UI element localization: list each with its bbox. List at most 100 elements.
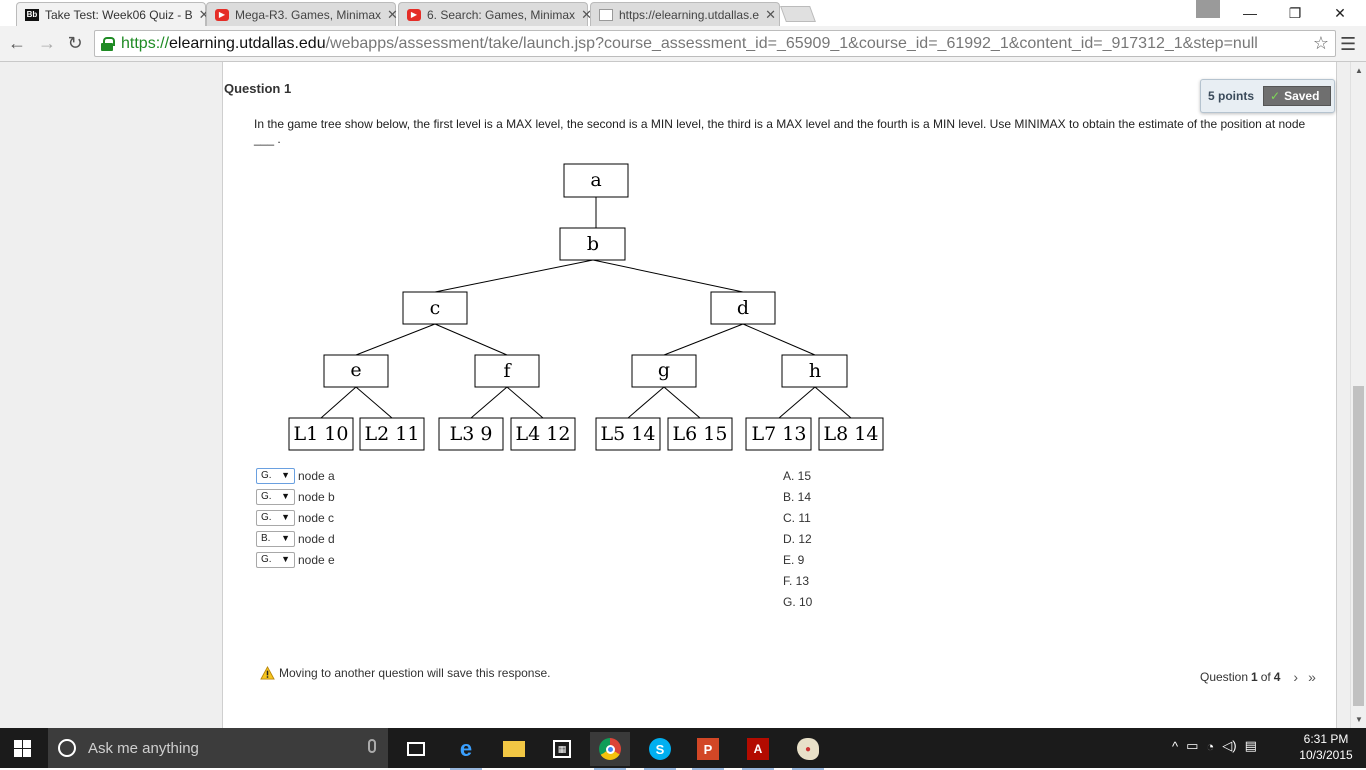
edge-h-l7 [778, 386, 816, 419]
tab-take-test[interactable]: Bb Take Test: Week06 Quiz - B ✕ [16, 2, 210, 26]
nav-prefix: Question [1200, 670, 1249, 684]
match-row: B.▼ node d [256, 528, 335, 549]
edge-h-l8 [814, 386, 852, 419]
address-bar[interactable]: https://elearning.utdallas.edu/webapps/a… [94, 30, 1336, 57]
close-window-button[interactable]: ✕ [1334, 5, 1346, 21]
chrome-icon[interactable] [590, 732, 630, 770]
match-row: G.▼ node a [256, 465, 335, 486]
cortana-search-box[interactable]: Ask me anything [48, 728, 388, 768]
tab-mega-r3[interactable]: ▶ Mega-R3. Games, Minimax ✕ [206, 2, 398, 26]
tab-title: https://elearning.utdallas.e [619, 7, 760, 22]
store-icon[interactable]: ▦ [542, 732, 582, 766]
url-path: /webapps/assessment/take/launch.jsp?cour… [325, 34, 1258, 52]
edge-d-h [742, 323, 816, 356]
minimize-button[interactable]: — [1243, 5, 1257, 21]
close-icon[interactable]: ✕ [765, 6, 776, 22]
wifi-icon[interactable]: ◔ [1206, 738, 1215, 754]
url-host: elearning.utdallas.edu [169, 34, 326, 52]
scroll-down-icon[interactable]: ▼ [1355, 715, 1363, 724]
tab-search-games[interactable]: ▶ 6. Search: Games, Minimax ✕ [398, 2, 592, 26]
edge-e-l1 [320, 386, 357, 419]
option-item: C. 11 [783, 510, 811, 525]
microphone-icon[interactable] [368, 739, 376, 753]
node-f-box [474, 354, 540, 388]
leaf-l4-box [510, 417, 576, 451]
windows-start-icon[interactable] [14, 740, 32, 757]
node-h-box [781, 354, 848, 388]
answer-select-node-c[interactable]: G.▼ [256, 509, 295, 526]
dropdown-arrow-icon: ▼ [281, 553, 290, 564]
match-row: G.▼ node e [256, 549, 335, 570]
scroll-thumb[interactable] [1353, 386, 1364, 706]
forward-arrow-icon[interactable]: → [38, 33, 56, 53]
selected-value: G. [261, 554, 272, 565]
node-c-label: c [430, 297, 441, 319]
nav-current: 1 [1251, 670, 1258, 684]
match-row: G.▼ node c [256, 507, 335, 528]
answer-select-node-a[interactable]: G. ▼ [256, 467, 295, 484]
answer-select-node-e[interactable]: G. ▼ [256, 551, 295, 568]
nav-of: of [1260, 670, 1271, 684]
powerpoint-icon[interactable]: P [688, 732, 728, 770]
leaf-l2-box [359, 417, 425, 451]
acrobat-icon[interactable]: A [738, 732, 778, 770]
node-e-label: e [350, 359, 361, 381]
edge-b-c [434, 259, 594, 293]
edge-c-f [434, 323, 508, 356]
edge-browser-icon[interactable]: e [446, 732, 486, 770]
back-arrow-icon[interactable]: ← [8, 33, 26, 53]
browser-toolbar: ← → ↻ https://elearning.utdallas.edu/web… [0, 26, 1366, 62]
last-question-icon[interactable]: » [1308, 669, 1316, 685]
chevron-up-icon[interactable]: ^ [1172, 738, 1179, 754]
edge-f-l3 [470, 386, 508, 419]
answer-select-node-b[interactable]: G.▼ [256, 488, 295, 505]
question-title: Question 1 [224, 81, 292, 96]
node-d-box [710, 291, 776, 325]
leaf-l6-label: L6 15 [673, 423, 728, 445]
save-warning: Moving to another question will save thi… [260, 665, 550, 680]
close-icon[interactable]: ✕ [387, 6, 398, 22]
tab-elearning[interactable]: https://elearning.utdallas.e ✕ [590, 2, 780, 26]
close-icon[interactable]: ✕ [198, 6, 210, 22]
match-label: node d [298, 531, 335, 546]
edge-g-l5 [627, 386, 665, 419]
points-box: 5 points ✓ Saved [1200, 79, 1335, 113]
bookmark-star-icon[interactable]: ☆ [1312, 33, 1329, 53]
hamburger-menu-icon[interactable]: ☰ [1340, 34, 1357, 54]
node-a-label: a [590, 169, 601, 191]
notifications-icon[interactable]: ▤ [1244, 738, 1257, 753]
node-e-box [323, 354, 389, 388]
node-f-label: f [503, 360, 512, 382]
paint-icon[interactable]: ● [788, 732, 828, 770]
user-profile-icon[interactable] [1196, 0, 1220, 18]
option-item: D. 12 [783, 531, 812, 546]
answer-select-node-d[interactable]: B.▼ [256, 530, 295, 547]
volume-icon[interactable]: ◁) [1222, 738, 1237, 753]
leaf-l5-box [595, 417, 661, 451]
leaf-l7-label: L7 13 [752, 423, 807, 445]
task-view-icon[interactable] [396, 732, 436, 766]
search-placeholder: Ask me anything [88, 739, 199, 757]
game-tree-diagram: a b c d e f g h L1 10 L2 11 L3 9 L4 12 L… [288, 163, 884, 451]
selected-value: G. [261, 470, 272, 481]
new-tab-button[interactable] [780, 6, 816, 22]
battery-icon[interactable]: ▭ [1186, 738, 1199, 753]
edge-g-l6 [663, 386, 701, 419]
selected-value: G. [261, 491, 272, 502]
reload-icon[interactable]: ↻ [67, 33, 83, 53]
taskbar-clock[interactable]: 6:31 PM 10/3/2015 [1296, 731, 1356, 763]
tab-title: Mega-R3. Games, Minimax [235, 7, 382, 22]
leaf-l4-label: L4 12 [516, 423, 571, 445]
tab-title: Take Test: Week06 Quiz - B [45, 7, 193, 22]
restore-button[interactable]: ❐ [1288, 5, 1302, 21]
skype-icon[interactable]: S [640, 732, 680, 770]
edge-d-g [663, 323, 744, 356]
scroll-up-icon[interactable]: ▲ [1355, 66, 1363, 75]
file-explorer-icon[interactable] [494, 732, 534, 766]
next-question-icon[interactable]: › [1293, 669, 1299, 685]
page-scrollbar[interactable]: ▲ ▼ [1350, 62, 1366, 728]
close-icon[interactable]: ✕ [581, 6, 592, 22]
url-text: https://elearning.utdallas.edu/webapps/a… [121, 35, 1258, 53]
page-background: Question 1 5 points ✓ Saved In the game … [0, 62, 1350, 728]
dropdown-arrow-icon: ▼ [281, 469, 290, 480]
